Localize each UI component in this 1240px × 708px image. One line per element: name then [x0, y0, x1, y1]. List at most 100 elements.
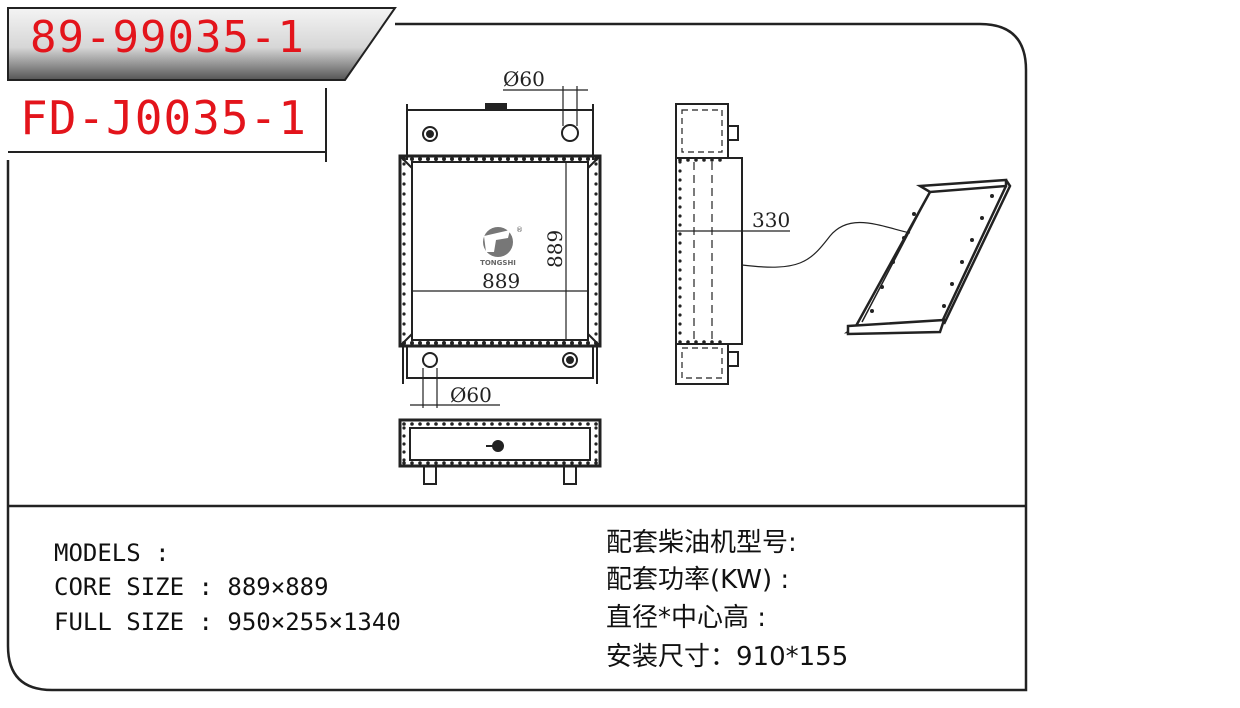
side-depth-label: 330 — [752, 208, 790, 232]
models-label: MODELS : — [54, 539, 170, 567]
rivet-dot — [594, 157, 598, 161]
rivet-dot — [426, 461, 430, 465]
rivet-dot — [594, 461, 598, 465]
rivet-dot — [702, 158, 706, 162]
rivet-dot — [450, 157, 454, 161]
side-top-tank — [675, 103, 729, 159]
rivet-dot — [570, 341, 574, 345]
rivet-dot — [710, 158, 714, 162]
rivet-dot — [538, 157, 542, 161]
rivet-dot — [594, 202, 598, 206]
rivet-dot — [570, 157, 574, 161]
rivet-dot — [450, 341, 454, 345]
rivet-dot — [546, 422, 550, 426]
rivet-dot — [474, 461, 478, 465]
rivet-dot — [410, 157, 414, 161]
rivet-dot — [402, 322, 406, 326]
rivet-dot — [594, 434, 598, 438]
rivet-dot — [718, 158, 722, 162]
engine-model-label: 配套柴油机型号: — [606, 528, 797, 558]
rivet-dot — [546, 461, 550, 465]
rivet-dot — [678, 178, 682, 182]
rivet-dot — [678, 169, 682, 173]
rivet-dot — [474, 157, 478, 161]
rivet-dot — [678, 259, 682, 263]
rivet-dot — [594, 212, 598, 216]
top-outlet-right — [561, 124, 579, 142]
rivet-dot — [678, 158, 682, 162]
rivet-dot — [530, 157, 534, 161]
rivet-dot — [402, 434, 406, 438]
rivet-dot — [554, 461, 558, 465]
rivet-dot — [402, 242, 406, 246]
rivet-dot — [594, 426, 598, 430]
rivet-dot — [562, 422, 566, 426]
bottom-view-dots — [402, 422, 598, 465]
rivet-dot — [594, 192, 598, 196]
rivet-dot — [594, 252, 598, 256]
rivet-dot — [594, 282, 598, 286]
rivet-dot — [402, 461, 406, 465]
rivet-dot — [594, 262, 598, 266]
rivet-dot — [402, 252, 406, 256]
rivet-dot — [678, 286, 682, 290]
mounting-bracket — [843, 178, 1012, 336]
rivet-dot — [498, 341, 502, 345]
rivet-dot — [522, 157, 526, 161]
bottom-outlet-right — [562, 352, 578, 368]
rivet-dot — [426, 157, 430, 161]
bottom-tank — [406, 345, 594, 379]
front-pipe-top-label: Ø60 — [503, 67, 545, 91]
rivet-dot — [450, 461, 454, 465]
rivet-dot — [678, 205, 682, 209]
rivet-dot — [402, 202, 406, 206]
rivet-dot — [578, 461, 582, 465]
rivet-dot — [418, 341, 422, 345]
rivet-dot — [402, 272, 406, 276]
rivet-dot — [678, 232, 682, 236]
rivet-dot — [498, 157, 502, 161]
rivet-dot — [458, 157, 462, 161]
rivet-dot — [678, 277, 682, 281]
rivet-dot — [474, 422, 478, 426]
rivet-dot — [594, 162, 598, 166]
rivet-dot — [458, 341, 462, 345]
rivet-dot — [530, 341, 534, 345]
rivet-dot — [594, 222, 598, 226]
rivet-dot — [514, 422, 518, 426]
rivet-dot — [434, 157, 438, 161]
rivet-dot — [506, 422, 510, 426]
rivet-dot — [402, 157, 406, 161]
rivet-dot — [594, 272, 598, 276]
core-size-label: CORE SIZE : 889×889 — [54, 573, 329, 601]
logo-text: TONGSHI — [480, 259, 516, 267]
rivet-dot — [678, 340, 682, 344]
rivet-dot — [694, 158, 698, 162]
rivet-dot — [578, 157, 582, 161]
rivet-dot — [434, 461, 438, 465]
full-size-label: FULL SIZE : 950×255×1340 — [54, 608, 401, 636]
rivet-dot — [506, 341, 510, 345]
rivet-dot — [594, 242, 598, 246]
rivet-dot — [402, 302, 406, 306]
rivet-dot — [506, 157, 510, 161]
rivet-dot — [594, 442, 598, 446]
rivet-dot — [530, 461, 534, 465]
rivet-dot — [678, 322, 682, 326]
rivet-dot — [482, 341, 486, 345]
rivet-dot — [546, 341, 550, 345]
rivet-dot — [686, 340, 690, 344]
bracket-bolt-holes — [870, 194, 994, 313]
rivet-dot — [434, 341, 438, 345]
rivet-dot — [594, 332, 598, 336]
part-number: 89-99035-1 — [30, 12, 305, 63]
rivet-dot — [410, 422, 414, 426]
rivet-dot — [474, 341, 478, 345]
rivet-dot — [442, 157, 446, 161]
rivet-dot — [594, 182, 598, 186]
rivet-dot — [402, 162, 406, 166]
rivet-dot — [506, 461, 510, 465]
rivet-dot — [678, 187, 682, 191]
rivet-dot — [426, 341, 430, 345]
rivet-dot — [514, 461, 518, 465]
